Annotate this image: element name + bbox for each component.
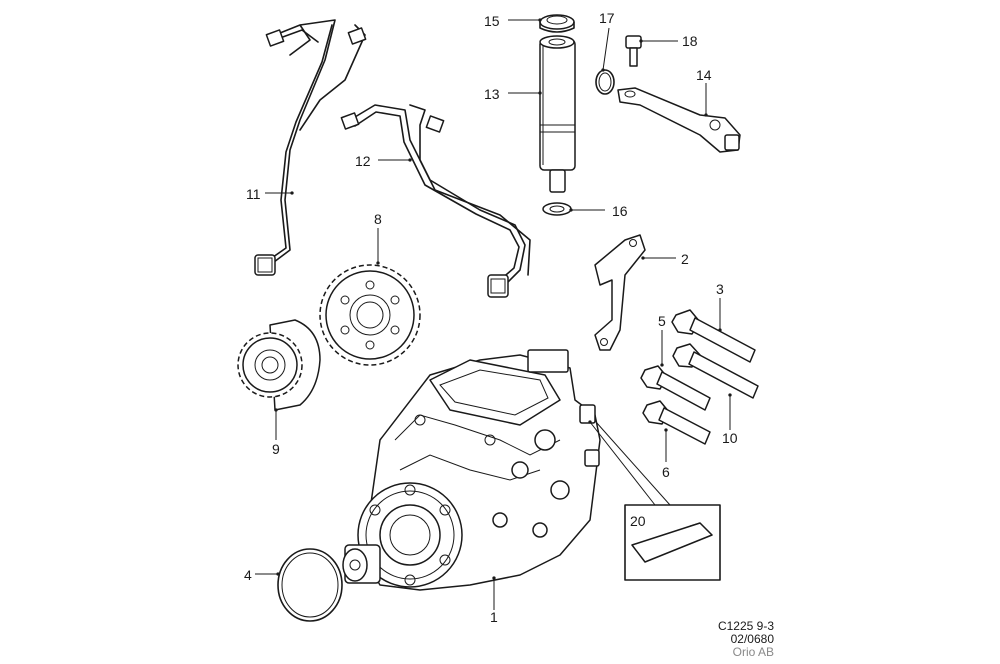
clamp-14[interactable] [617, 87, 741, 153]
callout-3: 3 [716, 281, 724, 297]
bracket-2[interactable] [594, 234, 646, 351]
o-ring-4[interactable] [277, 548, 343, 622]
callout-10: 10 [722, 430, 738, 446]
bolt-10[interactable] [672, 343, 759, 399]
copyright-text: Orio AB [732, 645, 774, 659]
callout-4: 4 [244, 567, 252, 583]
callout-15: 15 [484, 13, 500, 29]
seal-15[interactable] [539, 14, 575, 33]
injector-13[interactable] [539, 35, 576, 193]
callout-8: 8 [374, 211, 382, 227]
pump-body-1[interactable] [342, 349, 601, 591]
callout-17: 17 [599, 10, 615, 26]
callout-14: 14 [696, 67, 712, 83]
callout-6: 6 [662, 464, 670, 480]
callout-13: 13 [484, 86, 500, 102]
sprocket-8[interactable] [319, 264, 421, 366]
drawing-date: 02/0680 [730, 632, 774, 646]
label-box-20[interactable] [624, 504, 721, 581]
bolt-18[interactable] [625, 35, 642, 67]
callout-1: 1 [490, 609, 498, 625]
drawing-info: C1225 9-3 02/0680 Orio AB [718, 620, 774, 659]
fuel-pipe-11[interactable] [254, 19, 367, 276]
callout-16: 16 [612, 203, 628, 219]
washer-16[interactable] [542, 202, 572, 216]
drawing-code: C1225 9-3 [717, 619, 774, 633]
o-ring-17[interactable] [595, 69, 615, 95]
bolt-3[interactable] [671, 309, 756, 363]
leader-lines [255, 18, 732, 610]
fuel-pipe-12[interactable] [340, 104, 531, 298]
callout-18: 18 [682, 33, 698, 49]
bolt-6[interactable] [642, 400, 711, 445]
callout-12: 12 [355, 153, 371, 169]
callout-11: 11 [246, 186, 261, 202]
callout-20: 20 [630, 513, 646, 529]
callout-9: 9 [272, 441, 280, 457]
hub-9[interactable] [237, 319, 321, 411]
bolt-5[interactable] [640, 365, 711, 411]
callout-2: 2 [681, 251, 689, 267]
callout-5: 5 [658, 313, 666, 329]
